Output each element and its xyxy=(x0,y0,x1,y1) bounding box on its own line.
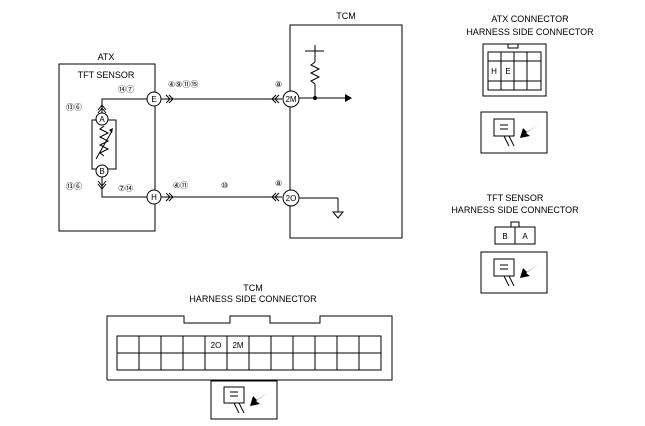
wire-h-to-2o: H 2O ④⑪ ⑩ ⑧ xyxy=(146,179,300,207)
circuit-h-left-label: ⑦⑭ xyxy=(118,184,133,193)
pin-2m-label: 2M xyxy=(285,95,296,104)
atx-connector-panel: ATX CONNECTOR HARNESS SIDE CONNECTOR H E xyxy=(466,14,594,154)
tft-sensor-title: TFT SENSOR xyxy=(78,70,135,80)
tft-cell-b: B xyxy=(502,232,507,241)
insert-arrow-icon xyxy=(520,124,539,138)
plug-icon xyxy=(223,386,245,404)
pin-2o xyxy=(282,189,300,207)
tcm-connector-title-2: HARNESS SIDE CONNECTOR xyxy=(189,294,317,304)
terminal-h-label: H xyxy=(151,193,157,202)
atx-cell-e: E xyxy=(505,67,510,76)
ground-icon xyxy=(331,211,345,219)
atx-title: ATX xyxy=(98,52,115,62)
tft-connector-title-1: TFT SENSOR xyxy=(487,193,544,203)
tcm-module: TCM xyxy=(289,11,403,239)
circuit-h-right-label: ④⑪ xyxy=(173,181,188,190)
output-arrow-icon xyxy=(345,94,352,102)
terminal-e-label: E xyxy=(151,95,156,104)
tcm-cell-2m: 2M xyxy=(232,341,243,350)
tcm-cell-2o: 2O xyxy=(211,341,222,350)
terminal-h xyxy=(146,189,162,205)
insert-arrow-icon xyxy=(250,392,269,406)
circuit-h-mid-label: ⑩ xyxy=(221,181,228,190)
wire-e-to-2m: E 2M ④⑨⑪⑮ ⑧ xyxy=(146,80,300,108)
pin-2m xyxy=(282,90,300,108)
tcm-connector-title-1: TCM xyxy=(243,283,263,293)
circuit-e-left-label: ⑭⑦ xyxy=(118,85,134,94)
circuit-a-label: ⑬⑥ xyxy=(66,103,82,112)
tft-cell-a: A xyxy=(522,232,528,241)
tft-connector-title-2: HARNESS SIDE CONNECTOR xyxy=(451,205,579,215)
plug-icon xyxy=(493,118,515,137)
atx-connector-title-2: HARNESS SIDE CONNECTOR xyxy=(466,27,594,37)
atx-assembly: ATX TFT SENSOR xyxy=(58,52,156,232)
circuit-b-label: ⑬⑥ xyxy=(66,182,82,191)
insert-arrow-icon xyxy=(520,264,539,278)
terminal-a-label: A xyxy=(99,115,105,124)
tcm-connector-panel: TCM HARNESS SIDE CONNECTOR 2O 2M xyxy=(106,283,393,420)
tcm-top-circuit-label: ⑧ xyxy=(275,80,282,89)
tcm-internal-circuit xyxy=(299,45,352,219)
tft-connector-panel: TFT SENSOR HARNESS SIDE CONNECTOR B A xyxy=(451,193,579,294)
plug-icon xyxy=(493,258,515,277)
thermistor-icon xyxy=(98,125,110,157)
tft-sensor-element: A B ⑬⑥ ⑬⑥ ⑭⑦ ⑦⑭ xyxy=(66,85,147,198)
atx-cell-h: H xyxy=(491,67,497,76)
tcm-bottom-circuit-label: ⑧ xyxy=(275,179,282,188)
tcm-title: TCM xyxy=(336,11,356,21)
pullup-resistor-icon xyxy=(309,61,321,85)
pin-2o-label: 2O xyxy=(286,194,297,203)
atx-connector-title-1: ATX CONNECTOR xyxy=(491,14,569,24)
terminal-e xyxy=(146,91,162,107)
circuit-e-right-label: ④⑨⑪⑮ xyxy=(168,80,198,89)
terminal-b-label: B xyxy=(99,167,104,176)
